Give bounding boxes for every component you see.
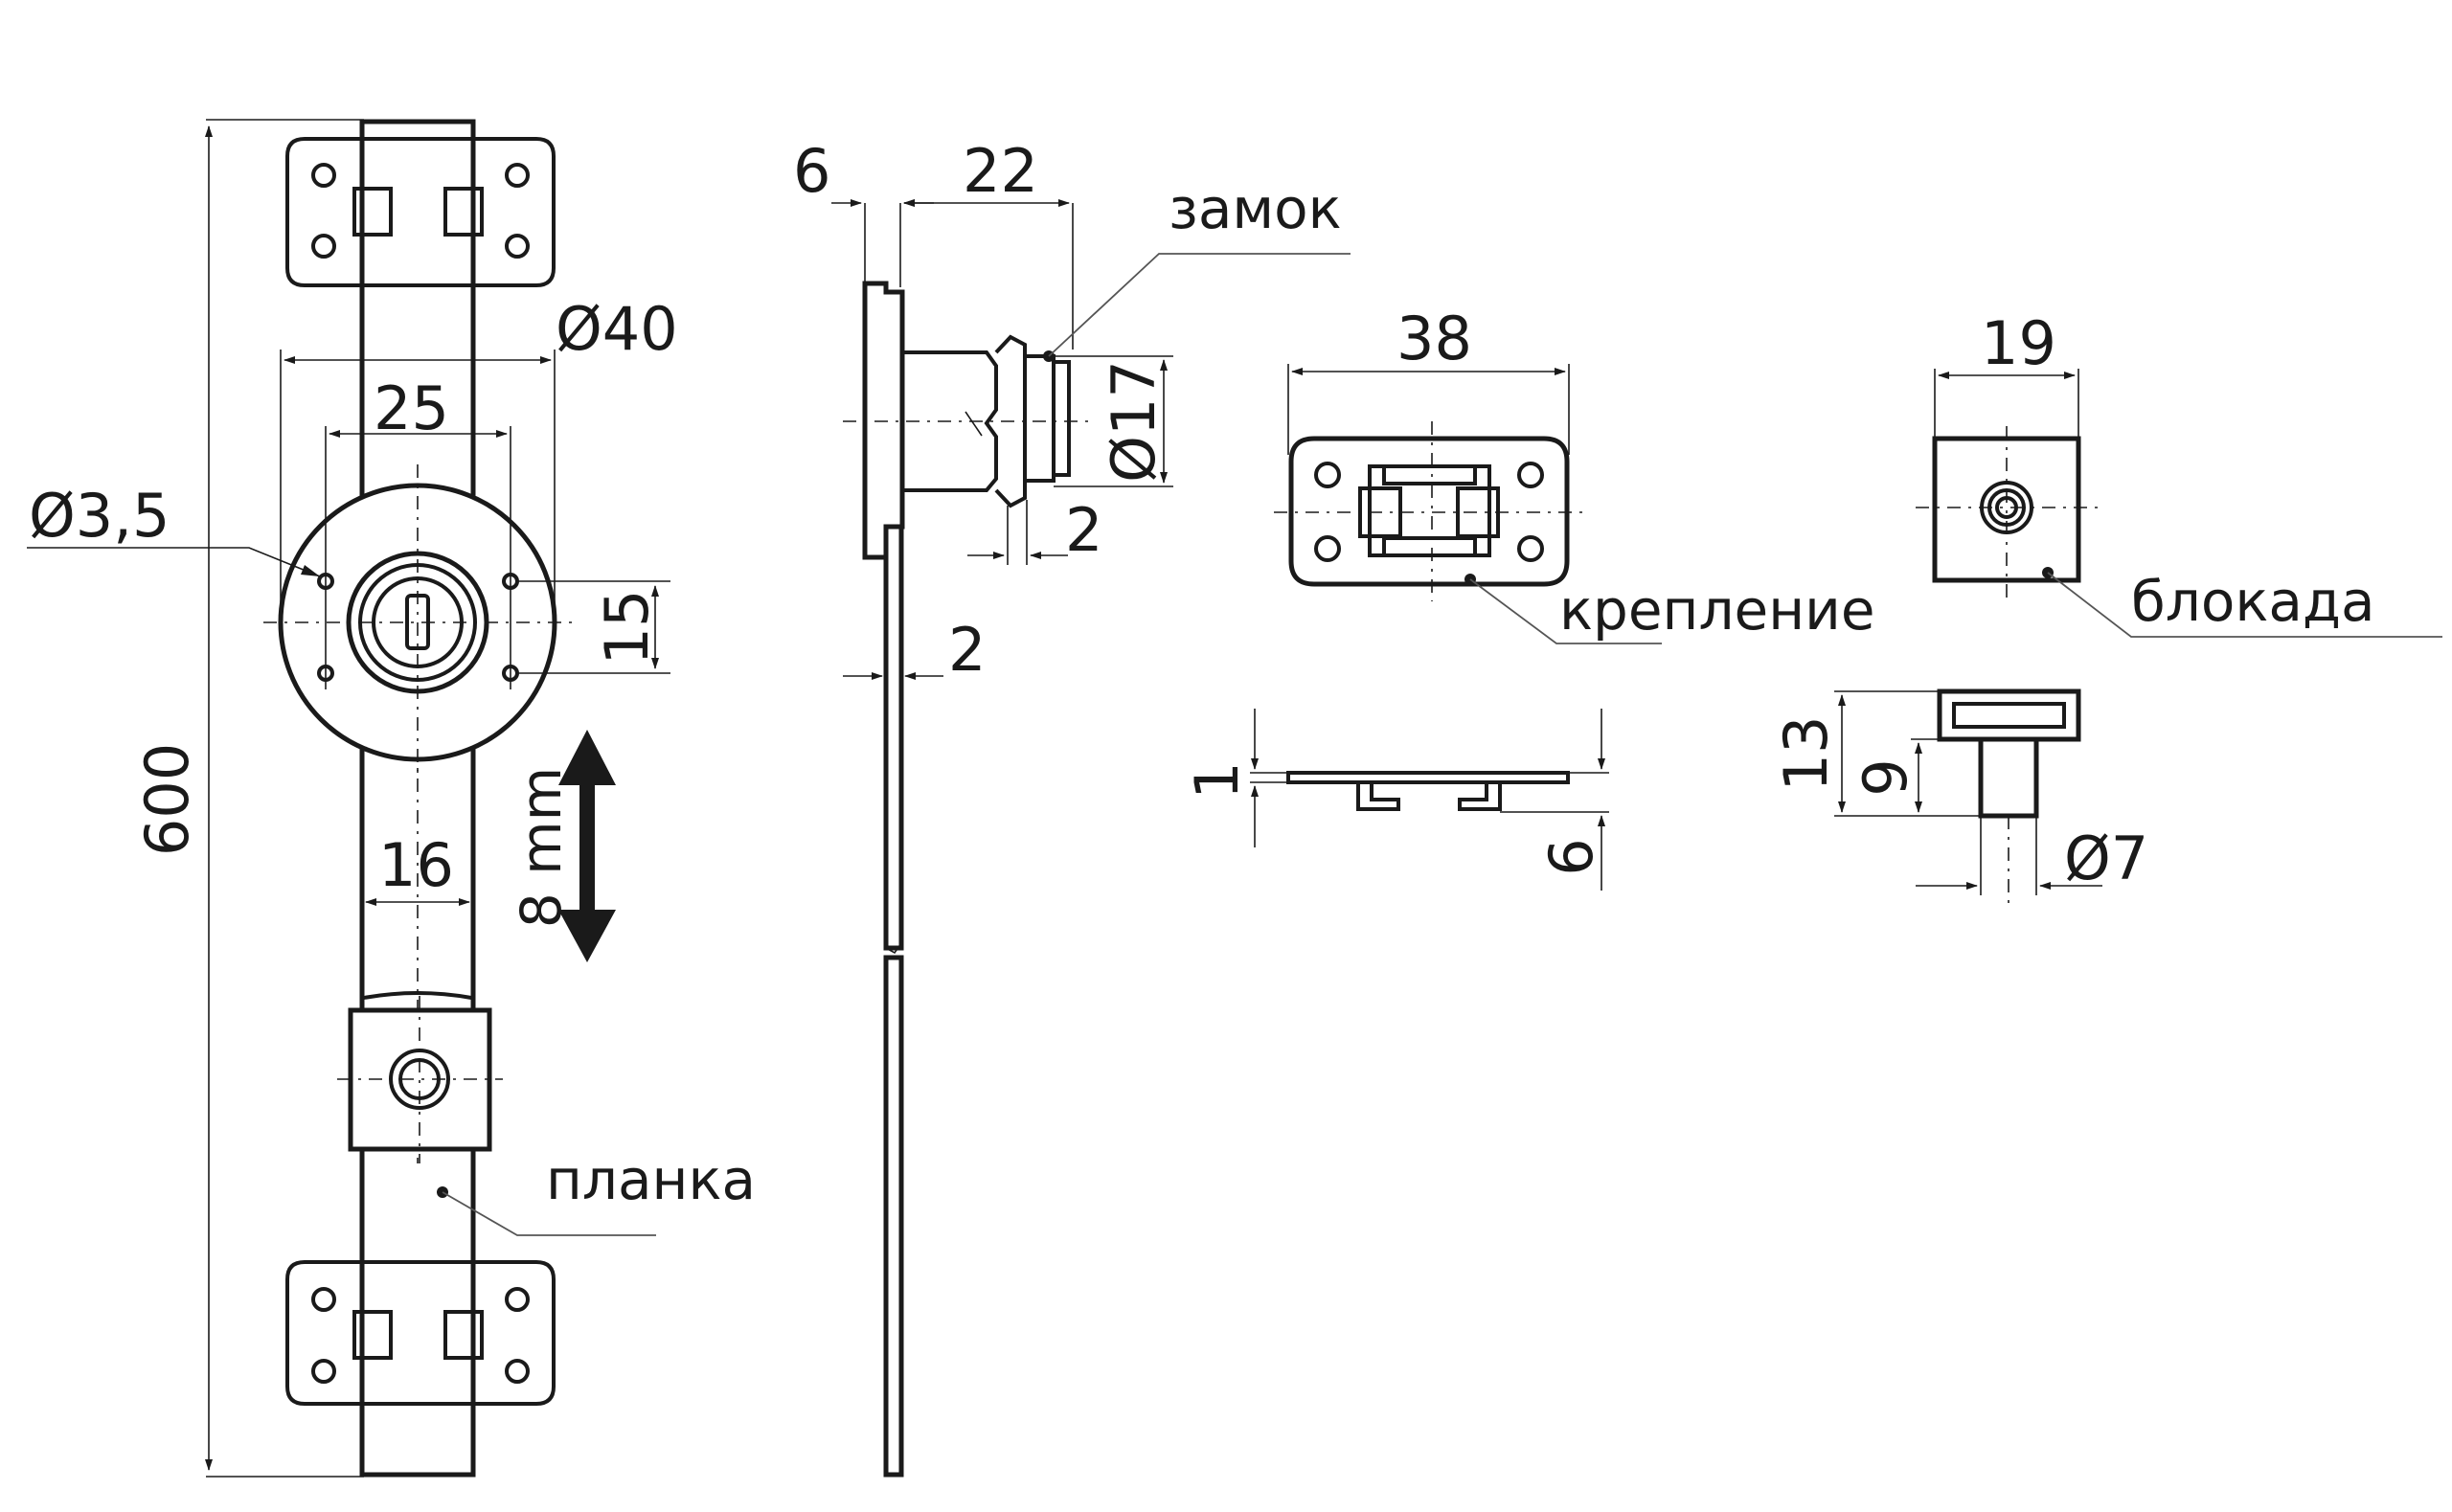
bracket-label: крепление <box>1559 577 1875 643</box>
dimension-19-label: 19 <box>1981 308 2056 378</box>
dimension-16-label: 16 <box>378 830 454 900</box>
vertical-bar <box>359 119 476 1478</box>
dimension-38: 38 <box>1287 304 1570 455</box>
top-mount-plate <box>285 137 556 287</box>
block-callout: блокада <box>2042 567 2442 638</box>
dimension-25-label: 25 <box>374 373 449 443</box>
dimension-side-22: 22 <box>903 136 1074 350</box>
bottom-mount-plate <box>285 1260 556 1406</box>
dimension-side-6: 6 <box>793 136 934 287</box>
bracket-profile: 1 6 <box>1182 709 1609 891</box>
dimension-diameter-17-label: Ø17 <box>1099 360 1169 483</box>
dimension-9-label: 9 <box>1850 758 1920 796</box>
dimension-bracket-1-label: 1 <box>1182 761 1252 799</box>
dimension-600-label: 600 <box>132 743 202 856</box>
lock-callout: замок <box>1043 176 1351 362</box>
dimension-diameter-17: Ø17 <box>1054 355 1173 487</box>
lock-rosette <box>263 464 575 780</box>
dimension-diameter-3-5-label: Ø3,5 <box>29 481 170 551</box>
dimension-side-2-flange-label: 2 <box>1065 495 1102 565</box>
dimension-15-label: 15 <box>592 590 662 666</box>
block-profile: 13 9 Ø7 <box>1771 688 2148 905</box>
strip-callout: планка <box>437 1147 756 1236</box>
dimension-19: 19 <box>1934 308 2079 439</box>
dimension-diameter-40: Ø40 <box>280 294 678 622</box>
dimension-600: 600 <box>132 119 364 1478</box>
side-lock-body <box>843 281 1092 1478</box>
block-label: блокада <box>2131 569 2375 634</box>
dimension-side-2-bar-label: 2 <box>948 615 986 685</box>
bracket-callout: крепление <box>1464 574 1875 644</box>
dimension-16: 16 <box>365 830 470 906</box>
strike-block <box>337 996 503 1163</box>
travel-label: 8 mm <box>509 767 574 928</box>
strip-label: планка <box>546 1147 756 1212</box>
dimension-13-label: 13 <box>1771 716 1841 792</box>
dimension-diameter-3-5: Ø3,5 <box>27 481 321 577</box>
dimension-diameter-7-label: Ø7 <box>2064 824 2148 893</box>
bracket-view: 38 крепление 1 <box>1182 304 1875 891</box>
dimension-38-label: 38 <box>1396 304 1472 373</box>
dimension-side-6-label: 6 <box>793 136 830 206</box>
lock-label: замок <box>1169 176 1342 241</box>
dimension-bracket-6-label: 6 <box>1536 838 1606 875</box>
dimension-side-22-label: 22 <box>963 136 1038 206</box>
travel-arrow: 8 mm <box>509 730 616 962</box>
dimension-diameter-40-label: Ø40 <box>556 294 678 364</box>
dimension-15: 15 <box>517 580 670 674</box>
block-view: 19 блокада 13 9 <box>1771 308 2442 905</box>
dimension-side-2-bar: 2 <box>843 615 986 685</box>
dimension-side-2-flange: 2 <box>967 495 1102 565</box>
side-view: 6 22 Ø17 <box>793 136 1351 1478</box>
front-view: 600 <box>27 119 756 1478</box>
dimension-25: 25 <box>325 373 511 689</box>
